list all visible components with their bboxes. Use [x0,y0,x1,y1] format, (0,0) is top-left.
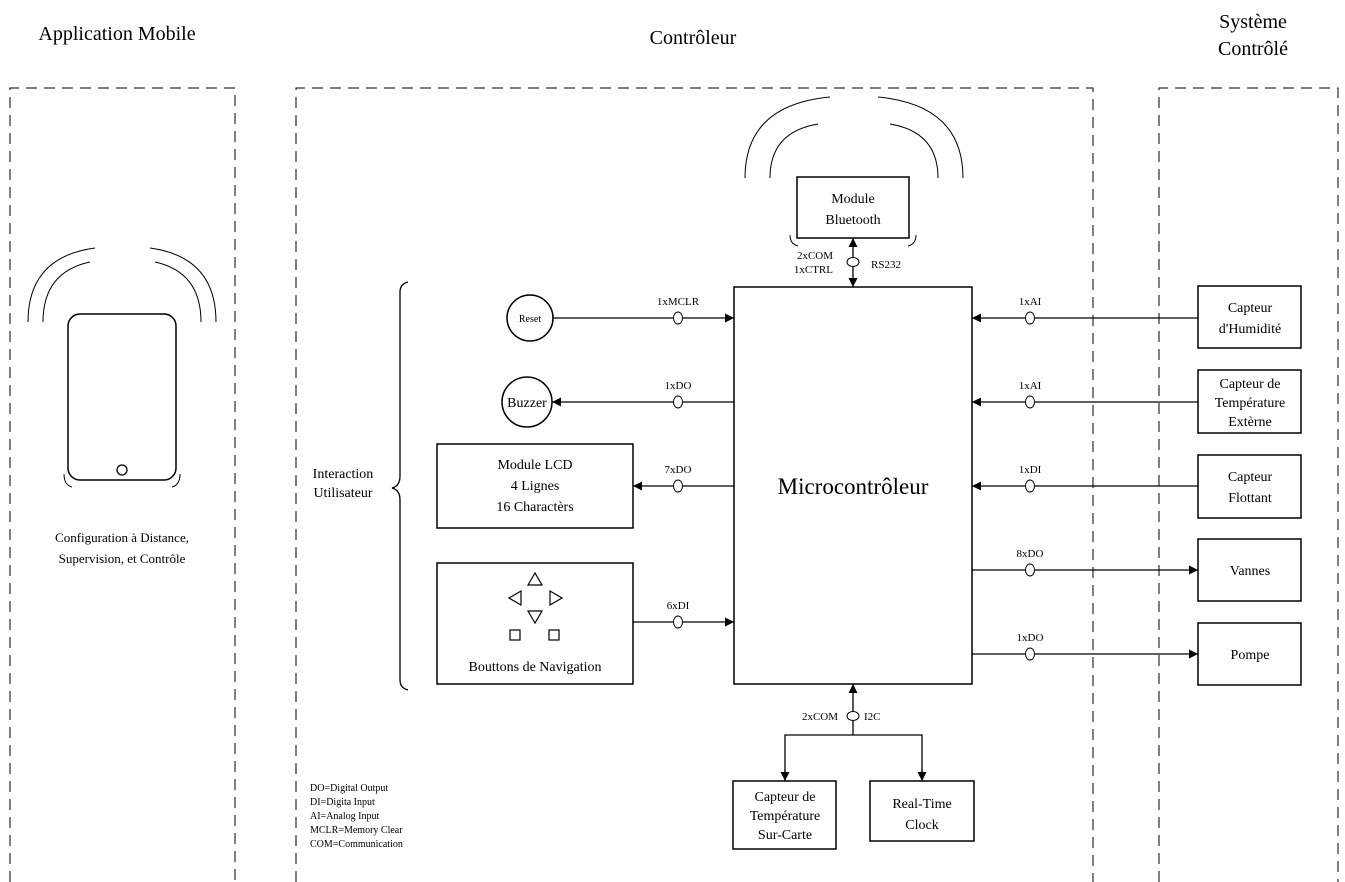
legend-item: DI=Digita Input [310,797,375,808]
navigation-bus-ring [673,615,683,629]
real-time-clock-label-line2: Clock [905,818,938,833]
humidity-signal-label: 1xAI [1019,296,1042,308]
legend-item: COM=Communication [310,839,403,850]
bluetooth-signal-left-line1: 2xCOM [797,250,833,262]
bluetooth-module-box [796,176,910,239]
reset-signal-label: 1xMCLR [657,296,700,308]
humidity-sensor-label-line2: d'Humidité [1219,322,1281,337]
column-title-system-line2: Contrôlé [1218,38,1288,60]
user-interaction-label-line1: Interaction [313,467,374,482]
system-region [1158,87,1339,882]
real-time-clock-box [869,780,975,842]
column-title-mobile: Application Mobile [38,23,195,45]
i2c-signal-left: 2xCOM [802,711,838,723]
column-title-system-line1: Système [1219,11,1287,33]
humidity-sensor-label-line1: Capteur [1228,301,1273,316]
bluetooth-module-label-line1: Module [831,192,875,207]
i2c-bus-ring [846,711,860,721]
lcd-bus-ring [673,479,683,493]
humidity-sensor-box [1197,285,1302,349]
legend-item: AI=Analog Input [310,811,379,822]
external-temperature-bus-ring [1025,395,1035,409]
lcd-module-label-line2: 4 Lignes [511,479,560,494]
valves-box [1197,538,1302,602]
float-sensor-label-line2: Flottant [1228,491,1272,506]
external-temperature-label-line3: Extèrne [1228,415,1272,430]
lcd-module-label-line1: Module LCD [497,458,572,473]
smartphone-icon [67,313,177,481]
pump-label: Pompe [1231,648,1270,663]
column-title-controller: Contrôleur [650,27,737,49]
phone-wireless-signal-icon [27,247,217,488]
legend-item: DO=Digital Output [310,783,388,794]
microcontroller-box [733,286,973,685]
real-time-clock-label-line1: Real-Time [892,797,951,812]
bluetooth-signal-icon [744,96,964,247]
legend-item: MCLR=Memory Clear [310,825,403,836]
navigation-arrow-buttons-icon [507,571,564,641]
microcontroller-label: Microcontrôleur [778,474,929,499]
lcd-signal-label: 7xDO [665,464,692,476]
controller-region [295,87,1094,882]
pump-bus-ring [1025,647,1035,661]
i2c-signal-right: I2C [864,711,881,723]
i2c-bus-branch-line [784,734,923,780]
reset-bus-ring [673,311,683,325]
mobile-region [9,87,236,882]
navigation-signal-label: 6xDI [667,600,690,612]
bluetooth-bus-ring [846,257,860,267]
lcd-module-label-line3: 16 Charactèrs [496,500,573,515]
float-signal-label: 1xDI [1019,464,1042,476]
float-sensor-box [1197,454,1302,519]
lcd-module-box [436,443,634,529]
pump-box [1197,622,1302,686]
bluetooth-module-label-line2: Bluetooth [825,213,880,228]
external-temperature-label-line1: Capteur de [1219,377,1280,392]
humidity-bus-ring [1025,311,1035,325]
onboard-temperature-label-line2: Température [750,809,821,824]
float-sensor-label-line1: Capteur [1228,470,1273,485]
valves-bus-ring [1025,563,1035,577]
valves-label: Vannes [1230,564,1270,579]
bluetooth-signal-left-line2: 1xCTRL [794,264,833,276]
valves-signal-label: 8xDO [1017,548,1044,560]
user-interaction-label-line2: Utilisateur [313,486,372,501]
onboard-temperature-label-line3: Sur-Carte [758,828,812,843]
buzzer-label: Buzzer [507,396,547,411]
buzzer-signal-label: 1xDO [665,380,692,392]
external-temperature-signal-label: 1xAI [1019,380,1042,392]
user-interaction-brace [391,281,409,691]
bluetooth-signal-right: RS232 [871,259,901,271]
mobile-caption-line2: Supervision, et Contrôle [59,551,186,566]
onboard-temperature-label-line1: Capteur de [754,790,815,805]
mobile-caption-line1: Configuration à Distance, [55,530,189,545]
onboard-temperature-sensor-box [732,780,837,850]
reset-label: Reset [519,314,541,325]
float-bus-ring [1025,479,1035,493]
external-temperature-label-line2: Température [1215,396,1286,411]
pump-signal-label: 1xDO [1017,632,1044,644]
navigation-buttons-label: Bouttons de Navigation [469,660,602,675]
buzzer-bus-ring [673,395,683,409]
